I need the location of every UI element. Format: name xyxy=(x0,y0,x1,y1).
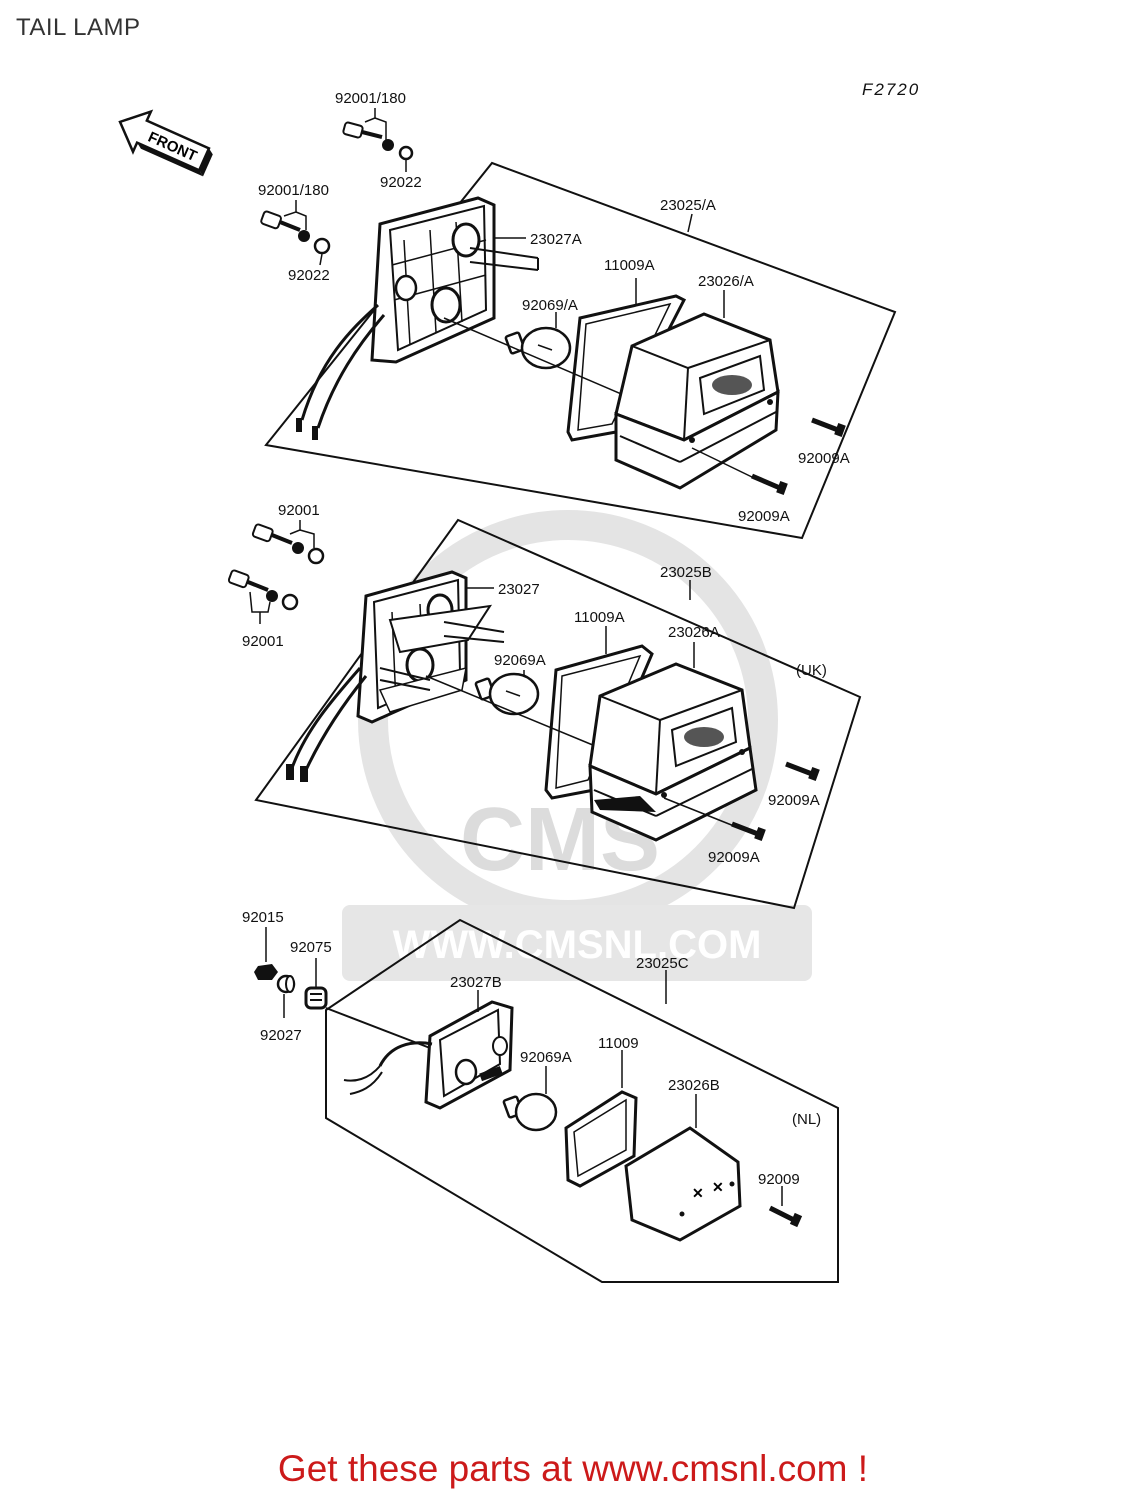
screw-bottom-icon xyxy=(751,473,788,496)
label-washer: 92027 xyxy=(260,1027,302,1044)
figure-code: F2720 xyxy=(862,80,921,99)
collar-icon xyxy=(304,986,328,1010)
label-gasket: 11009A xyxy=(604,257,655,274)
label-bulb: 92069A xyxy=(494,652,546,669)
washer-mid-2-icon xyxy=(313,237,331,255)
section-1: 92001/180 92022 92001/180 92022 xyxy=(258,90,897,540)
label-bulb: 92069A xyxy=(520,1049,572,1066)
label-housing: 23027A xyxy=(530,231,582,248)
label-bolt-mid: 92001/180 xyxy=(258,182,329,199)
label-housing: 23027 xyxy=(498,581,540,598)
label-bulb: 92069/A xyxy=(522,297,578,314)
washer-mid-icon xyxy=(266,590,278,602)
label-assembly: 23025C xyxy=(636,955,689,972)
washer-top-icon xyxy=(292,542,304,554)
screw-icon xyxy=(768,1205,803,1228)
gasket-11009-icon xyxy=(564,1090,638,1188)
label-screw-right: 92009A xyxy=(798,450,850,467)
page-title: TAIL LAMP xyxy=(16,14,141,41)
section-2: 92001 92001 xyxy=(227,502,862,910)
region-label: (NL) xyxy=(792,1111,821,1128)
label-gasket: 11009 xyxy=(598,1035,639,1052)
label-collar: 92075 xyxy=(290,939,332,956)
label-lens: 23026B xyxy=(668,1077,720,1094)
bolt-top-icon xyxy=(251,523,293,545)
label-assembly: 23025/A xyxy=(660,197,716,214)
label-bolt-mid: 92001 xyxy=(242,633,284,650)
label-housing: 23027B xyxy=(450,974,502,991)
label-gasket: 11009A xyxy=(574,609,625,626)
label-bolt-top: 92001 xyxy=(278,502,320,519)
bolt-top-icon xyxy=(342,121,383,139)
watermark-url-text: WWW.CMSNL.COM xyxy=(393,923,762,967)
svg-text:✕: ✕ xyxy=(712,1179,724,1195)
section-3-border xyxy=(325,918,839,1283)
section-1-border xyxy=(264,161,897,540)
label-screw: 92009 xyxy=(758,1171,800,1188)
washer-mid-icon xyxy=(298,230,310,242)
lens-23026A-icon xyxy=(614,312,780,490)
washer-top-icon xyxy=(382,139,394,151)
label-screw-bottom: 92009A xyxy=(738,508,790,525)
screw-bottom-icon xyxy=(731,821,766,842)
front-arrow-icon: FRONT xyxy=(118,109,213,177)
screw-right-icon xyxy=(811,417,846,438)
washer-top-2-icon xyxy=(307,547,325,565)
screw-right-icon xyxy=(785,761,820,782)
lens-23026A-icon xyxy=(588,662,758,842)
nut-icon xyxy=(254,964,278,980)
bolt-mid-icon xyxy=(260,210,301,232)
bulb-icon xyxy=(502,1092,558,1132)
housing-23027A-icon xyxy=(296,196,539,440)
washer-top-2-icon xyxy=(398,145,414,161)
section-3: 92015 92075 92027 23027B xyxy=(242,909,839,1283)
region-label: (UK) xyxy=(796,662,827,679)
label-assembly: 23025B xyxy=(660,564,712,581)
bolt-mid-icon xyxy=(227,569,269,592)
housing-23027-icon xyxy=(286,570,505,782)
label-washer-mid: 92022 xyxy=(288,267,330,284)
bulb-icon xyxy=(504,326,572,370)
washer-icon xyxy=(276,974,296,994)
washer-mid-2-icon xyxy=(281,593,299,611)
label-screw-right: 92009A xyxy=(768,792,820,809)
housing-23027B-icon xyxy=(325,1000,514,1110)
footer-promo-text[interactable]: Get these parts at www.cmsnl.com ! xyxy=(277,1448,869,1489)
bulb-icon xyxy=(474,672,540,716)
label-washer-top: 92022 xyxy=(380,174,422,191)
label-bolt-top: 92001/180 xyxy=(335,90,406,107)
label-nut: 92015 xyxy=(242,909,284,926)
label-lens: 23026/A xyxy=(698,273,754,290)
label-screw-bottom: 92009A xyxy=(708,849,760,866)
watermark: CMS WWW.CMSNL.COM xyxy=(342,510,812,981)
watermark-url-band xyxy=(342,905,812,981)
lens-23026B-icon: ✕ ✕ xyxy=(624,1126,742,1242)
svg-text:✕: ✕ xyxy=(692,1185,704,1201)
label-lens: 23026A xyxy=(668,624,720,641)
